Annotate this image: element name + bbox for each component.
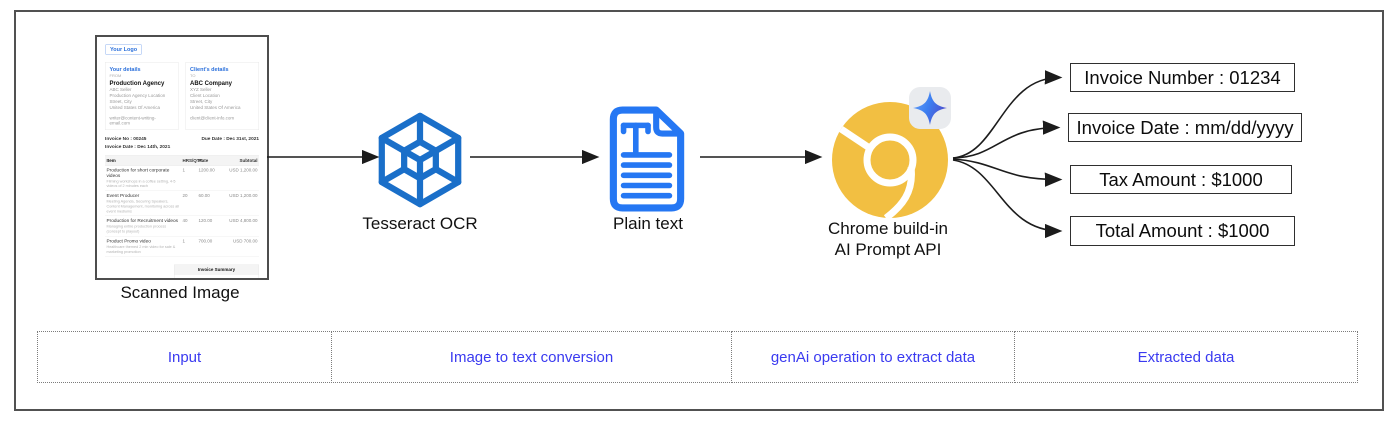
scanned-invoice-image: Your Logo Your details FROM Production A…: [95, 35, 269, 280]
outer-frame: [14, 10, 1384, 411]
plain-text-label: Plain text: [613, 214, 683, 233]
lane-image-to-text: Image to text conversion: [331, 331, 732, 383]
to-sub: TO: [190, 73, 196, 79]
to-line: Client Location: [190, 93, 220, 99]
row-item: Event Producer: [106, 193, 140, 199]
from-line: Street, City: [109, 99, 132, 105]
invoice-logo-chip: Your Logo: [105, 44, 143, 55]
invoice-table-header: Item HRS/QTY Rate Subtotal: [105, 155, 259, 166]
chrome-label-line1: Chrome build-in: [828, 219, 948, 238]
col-rate: Rate: [198, 157, 209, 163]
lane-input: Input: [37, 331, 332, 383]
chrome-icon: [832, 102, 948, 220]
scanned-image-label: Scanned Image: [120, 283, 240, 302]
due-date: Due Date : Dec 31st, 2021: [201, 135, 259, 142]
from-heading: Your details: [109, 66, 141, 73]
from-line: ABC Seller: [109, 87, 132, 92]
plain-text-document-icon: [609, 106, 685, 212]
arrow-chrome-to-invoice-date: [952, 120, 1061, 159]
to-line: XYZ Seller: [190, 87, 212, 92]
invoice-document: Your Logo Your details FROM Production A…: [97, 37, 267, 278]
ai-sparkle-icon: [909, 87, 951, 129]
tesseract-ocr-label: Tesseract OCR: [362, 214, 478, 233]
output-total-amount: Total Amount : $1000: [1070, 216, 1295, 246]
chrome-label-line2: AI Prompt API: [834, 239, 942, 259]
col-subtotal: Subtotal: [239, 157, 258, 163]
tesseract-ocr-icon: [378, 112, 462, 208]
invoice-summary: Invoice Summary SubtotalUSD 7,900.00 Tot…: [174, 264, 259, 278]
to-line: Street, City: [190, 99, 213, 105]
from-sub: FROM: [109, 73, 122, 79]
lane-extracted-data: Extracted data: [1014, 331, 1358, 383]
lane-genai-operation: genAi operation to extract data: [731, 331, 1015, 383]
from-line: Production Agency Location: [109, 93, 166, 99]
to-heading: Client's details: [190, 66, 229, 73]
col-qty: HRS/QTY: [182, 157, 203, 163]
arrow-chrome-to-tax-amount: [952, 158, 1063, 187]
from-name: Production Agency: [109, 79, 165, 87]
invoice-line-items: Item HRS/QTY Rate Subtotal Production fo…: [105, 155, 259, 278]
from-line: United States Of America: [109, 105, 161, 111]
output-invoice-number: Invoice Number : 01234: [1070, 63, 1295, 92]
arrow-chrome-to-total-amount: [952, 159, 1063, 239]
row-item: Production for short corporate videos: [106, 167, 170, 179]
to-line: United States Of America: [190, 105, 241, 111]
row-item: Product Promo video: [106, 238, 151, 244]
row-desc: Meeting Agenda, Securing Speakers, Conte…: [106, 199, 180, 214]
row-desc: Healthcare themed 2 min video for sale &…: [106, 244, 176, 254]
row-desc: Managing entire production process (conc…: [106, 224, 167, 234]
row-item: Production for Recruitment videos: [106, 218, 179, 224]
row-desc: Filming workshops in a coffee setting, 4…: [106, 178, 176, 189]
chrome-label: Chrome build-in AI Prompt API: [798, 219, 978, 260]
to-email: client@client-info.com: [190, 115, 235, 121]
from-email: writer@content-writing-email.com: [109, 115, 156, 126]
invoice-to-block: Client's details TO ABC Company XYZ Sell…: [185, 62, 259, 130]
arrow-chrome-to-invoice-number: [952, 70, 1063, 159]
output-invoice-date: Invoice Date : mm/dd/yyyy: [1068, 113, 1302, 142]
invoice-from-block: Your details FROM Production Agency ABC …: [105, 62, 179, 130]
summary-title: Invoice Summary: [174, 265, 259, 275]
output-tax-amount: Tax Amount : $1000: [1070, 165, 1292, 194]
to-name: ABC Company: [190, 79, 233, 87]
invoice-meta: Invoice No : 00245 Due Date : Dec 31st, …: [105, 136, 259, 150]
col-item: Item: [106, 157, 116, 163]
invoice-date: Invoice Date : Dec 14th, 2021: [105, 143, 171, 150]
invoice-no: Invoice No : 00245: [105, 135, 147, 142]
